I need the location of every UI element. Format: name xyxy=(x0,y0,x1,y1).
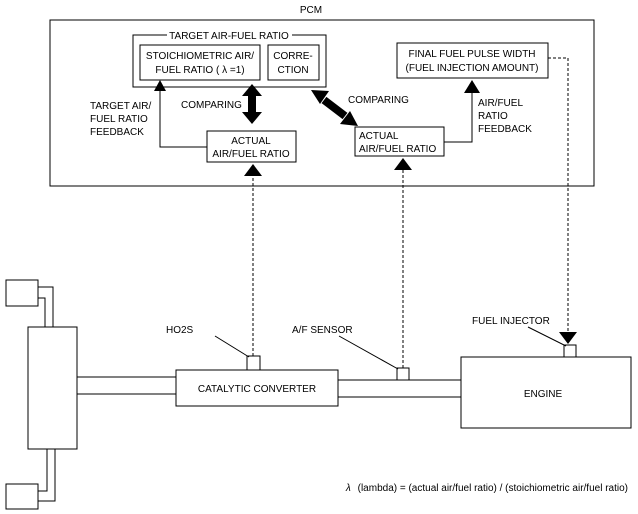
exhaust-pipes xyxy=(77,376,461,398)
actual-air-fuel-ratio-box-af-sensor xyxy=(354,126,445,157)
final-fuel-pulse-width-box xyxy=(396,42,549,79)
target-air-fuel-ratio-label: TARGET AIR-FUEL RATIO xyxy=(169,31,289,42)
target-feedback-line3: FEEDBACK xyxy=(90,127,144,138)
af-feedback-line3: FEEDBACK xyxy=(478,124,532,135)
af-feedback-arrowhead xyxy=(464,80,480,93)
catalytic-converter-box xyxy=(175,369,339,407)
catalytic-converter-label: CATALYTIC CONVERTER xyxy=(198,384,316,395)
target-feedback-arrowhead xyxy=(154,80,166,91)
fuel-injector xyxy=(563,344,577,358)
engine-box xyxy=(460,356,632,429)
target-feedback-line2: FUEL RATIO xyxy=(90,114,148,125)
exhaust-manifold xyxy=(5,279,78,510)
target-group-label-bg xyxy=(167,30,292,40)
af-sensor-label: A/F SENSOR xyxy=(292,325,353,336)
fuel-injector-label: FUEL INJECTOR xyxy=(472,316,550,327)
lambda-definition: λ (lambda) = (actual air/fuel ratio) / (… xyxy=(345,483,628,494)
target-feedback-line1: TARGET AIR/ xyxy=(90,101,152,112)
actual-air-fuel-ratio-line1: ACTUAL xyxy=(231,136,271,147)
comparing-label-right: COMPARING xyxy=(348,95,409,106)
correction-line1: CORRE- xyxy=(273,51,312,62)
final-fuel-pulse-width-line1: FINAL FUEL PULSE WIDTH xyxy=(408,49,535,60)
target-feedback-line xyxy=(159,90,207,148)
ho2s-leader-line xyxy=(214,335,250,358)
af-feedback-line2: RATIO xyxy=(478,111,508,122)
actual-air-fuel-ratio-line2: AIR/FUEL RATIO xyxy=(359,144,436,155)
stoichiometric-ratio-line1: STOICHIOMETRIC AIR/ xyxy=(146,51,254,62)
lambda-definition-text: (lambda) = (actual air/fuel ratio) / (st… xyxy=(358,483,628,494)
af-sensor xyxy=(396,367,410,381)
stoichiometric-ratio-line2: FUEL RATIO ( λ =1) xyxy=(155,65,244,76)
pcm-label: PCM xyxy=(300,5,322,16)
af-feedback-line1: AIR/FUEL xyxy=(478,98,523,109)
correction-line2: CTION xyxy=(277,65,308,76)
comparing-double-arrow-diagonal xyxy=(311,90,358,126)
stoichiometric-ratio-box xyxy=(139,44,261,81)
ho2s-sensor xyxy=(246,355,261,371)
actual-air-fuel-ratio-box-ho2s xyxy=(206,130,297,163)
ho2s-signal-arrowhead xyxy=(244,164,262,176)
actual-air-fuel-ratio-line2: AIR/FUEL RATIO xyxy=(212,149,289,160)
comparing-double-arrow-vertical xyxy=(242,84,262,124)
af-feedback-line xyxy=(444,92,473,143)
injector-signal-line xyxy=(548,57,569,332)
actual-air-fuel-ratio-line1: ACTUAL xyxy=(359,131,399,142)
lambda-symbol: λ xyxy=(345,483,351,494)
comparing-label-left: COMPARING xyxy=(181,100,242,111)
final-fuel-pulse-width-line2: (FUEL INJECTION AMOUNT) xyxy=(406,63,539,74)
af-sensor-leader-line xyxy=(338,335,399,370)
fuel-injector-leader-line xyxy=(527,326,567,347)
af-sensor-signal-arrowhead xyxy=(394,158,412,170)
injector-signal-arrowhead xyxy=(559,332,577,344)
engine-label: ENGINE xyxy=(524,389,563,400)
correction-box xyxy=(267,44,320,81)
ho2s-label: HO2S xyxy=(166,325,194,336)
